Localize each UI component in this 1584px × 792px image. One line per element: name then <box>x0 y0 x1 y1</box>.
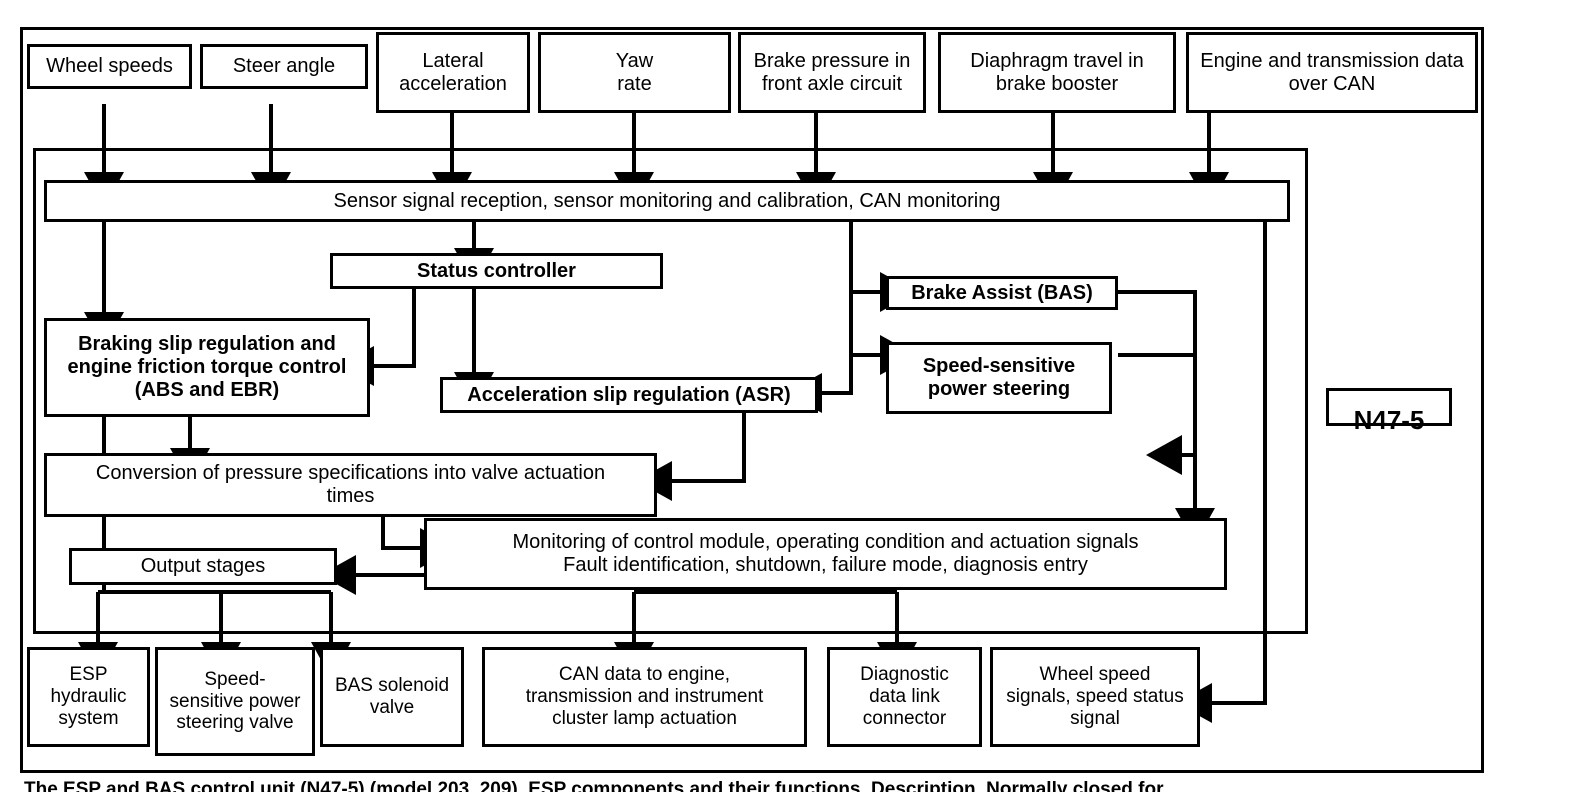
output-label: BAS solenoid valve <box>334 675 450 718</box>
braking-slip-label: Braking slip regulation and engine frict… <box>67 333 347 401</box>
output-stages-box: Output stages <box>69 548 337 585</box>
control-unit-frame <box>33 148 1308 634</box>
output-box-can-data: CAN data to engine, transmission and ins… <box>482 647 807 747</box>
output-label: Diagnostic data link connector <box>860 664 949 729</box>
input-box-wheel-speeds: Wheel speeds <box>27 44 192 89</box>
output-label: Wheel speed signals, speed status signal <box>1006 664 1184 729</box>
sensor-signal-reception-bar: Sensor signal reception, sensor monitori… <box>44 180 1290 222</box>
input-box-lateral-acceleration: Lateral acceleration <box>376 32 530 113</box>
output-label: Speed- sensitive power steering valve <box>169 668 301 734</box>
output-box-esp-hydraulic: ESP hydraulic system <box>27 647 150 747</box>
brake-assist-box: Brake Assist (BAS) <box>886 276 1118 310</box>
asr-label: Acceleration slip regulation (ASR) <box>467 383 791 406</box>
component-id-box: N47-5 <box>1326 388 1452 435</box>
output-box-diagnostic-connector: Diagnostic data link connector <box>827 647 982 747</box>
input-box-diaphragm-travel: Diaphragm travel in brake booster <box>938 32 1176 113</box>
input-label: Wheel speeds <box>46 55 173 77</box>
status-controller-box: Status controller <box>330 253 663 289</box>
input-box-brake-pressure: Brake pressure in front axle circuit <box>738 32 926 113</box>
input-label: Brake pressure in front axle circuit <box>753 49 911 95</box>
monitoring-box: Monitoring of control module, operating … <box>424 518 1227 590</box>
monitoring-label: Monitoring of control module, operating … <box>512 531 1139 576</box>
input-label: Diaphragm travel in brake booster <box>970 49 1144 95</box>
input-label: Engine and transmission data over CAN <box>1200 49 1464 95</box>
output-stages-label: Output stages <box>140 555 266 577</box>
input-label: Yaw rate <box>615 49 654 95</box>
pressure-conversion-label: Conversion of pressure specifications in… <box>95 462 606 507</box>
input-box-yaw-rate: Yaw rate <box>538 32 731 113</box>
output-label: CAN data to engine, transmission and ins… <box>525 664 764 729</box>
input-box-steer-angle: Steer angle <box>200 44 368 89</box>
sensor-bar-label: Sensor signal reception, sensor monitori… <box>333 189 1001 212</box>
asr-box: Acceleration slip regulation (ASR) <box>440 377 818 413</box>
figure-caption: The ESP and BAS control unit (N47-5) (mo… <box>24 779 1185 792</box>
output-box-bas-solenoid-valve: BAS solenoid valve <box>320 647 464 747</box>
power-steering-label: Speed-sensitive power steering <box>922 355 1076 400</box>
input-label: Steer angle <box>232 55 336 77</box>
output-label: ESP hydraulic system <box>50 664 127 729</box>
braking-slip-regulation-box: Braking slip regulation and engine frict… <box>44 318 370 417</box>
input-label: Lateral acceleration <box>399 49 507 95</box>
brake-assist-label: Brake Assist (BAS) <box>911 281 1093 304</box>
caption-text: The ESP and BAS control unit (N47-5) (mo… <box>24 779 1185 792</box>
power-steering-box: Speed-sensitive power steering <box>886 342 1112 414</box>
component-id-label: N47-5 <box>1353 405 1425 436</box>
page-frame <box>20 27 1484 773</box>
output-box-wheel-speed-signals: Wheel speed signals, speed status signal <box>990 647 1200 747</box>
output-box-power-steering-valve: Speed- sensitive power steering valve <box>155 647 315 756</box>
status-controller-label: Status controller <box>417 259 576 282</box>
input-box-engine-transmission-can: Engine and transmission data over CAN <box>1186 32 1478 113</box>
pressure-conversion-box: Conversion of pressure specifications in… <box>44 453 657 517</box>
